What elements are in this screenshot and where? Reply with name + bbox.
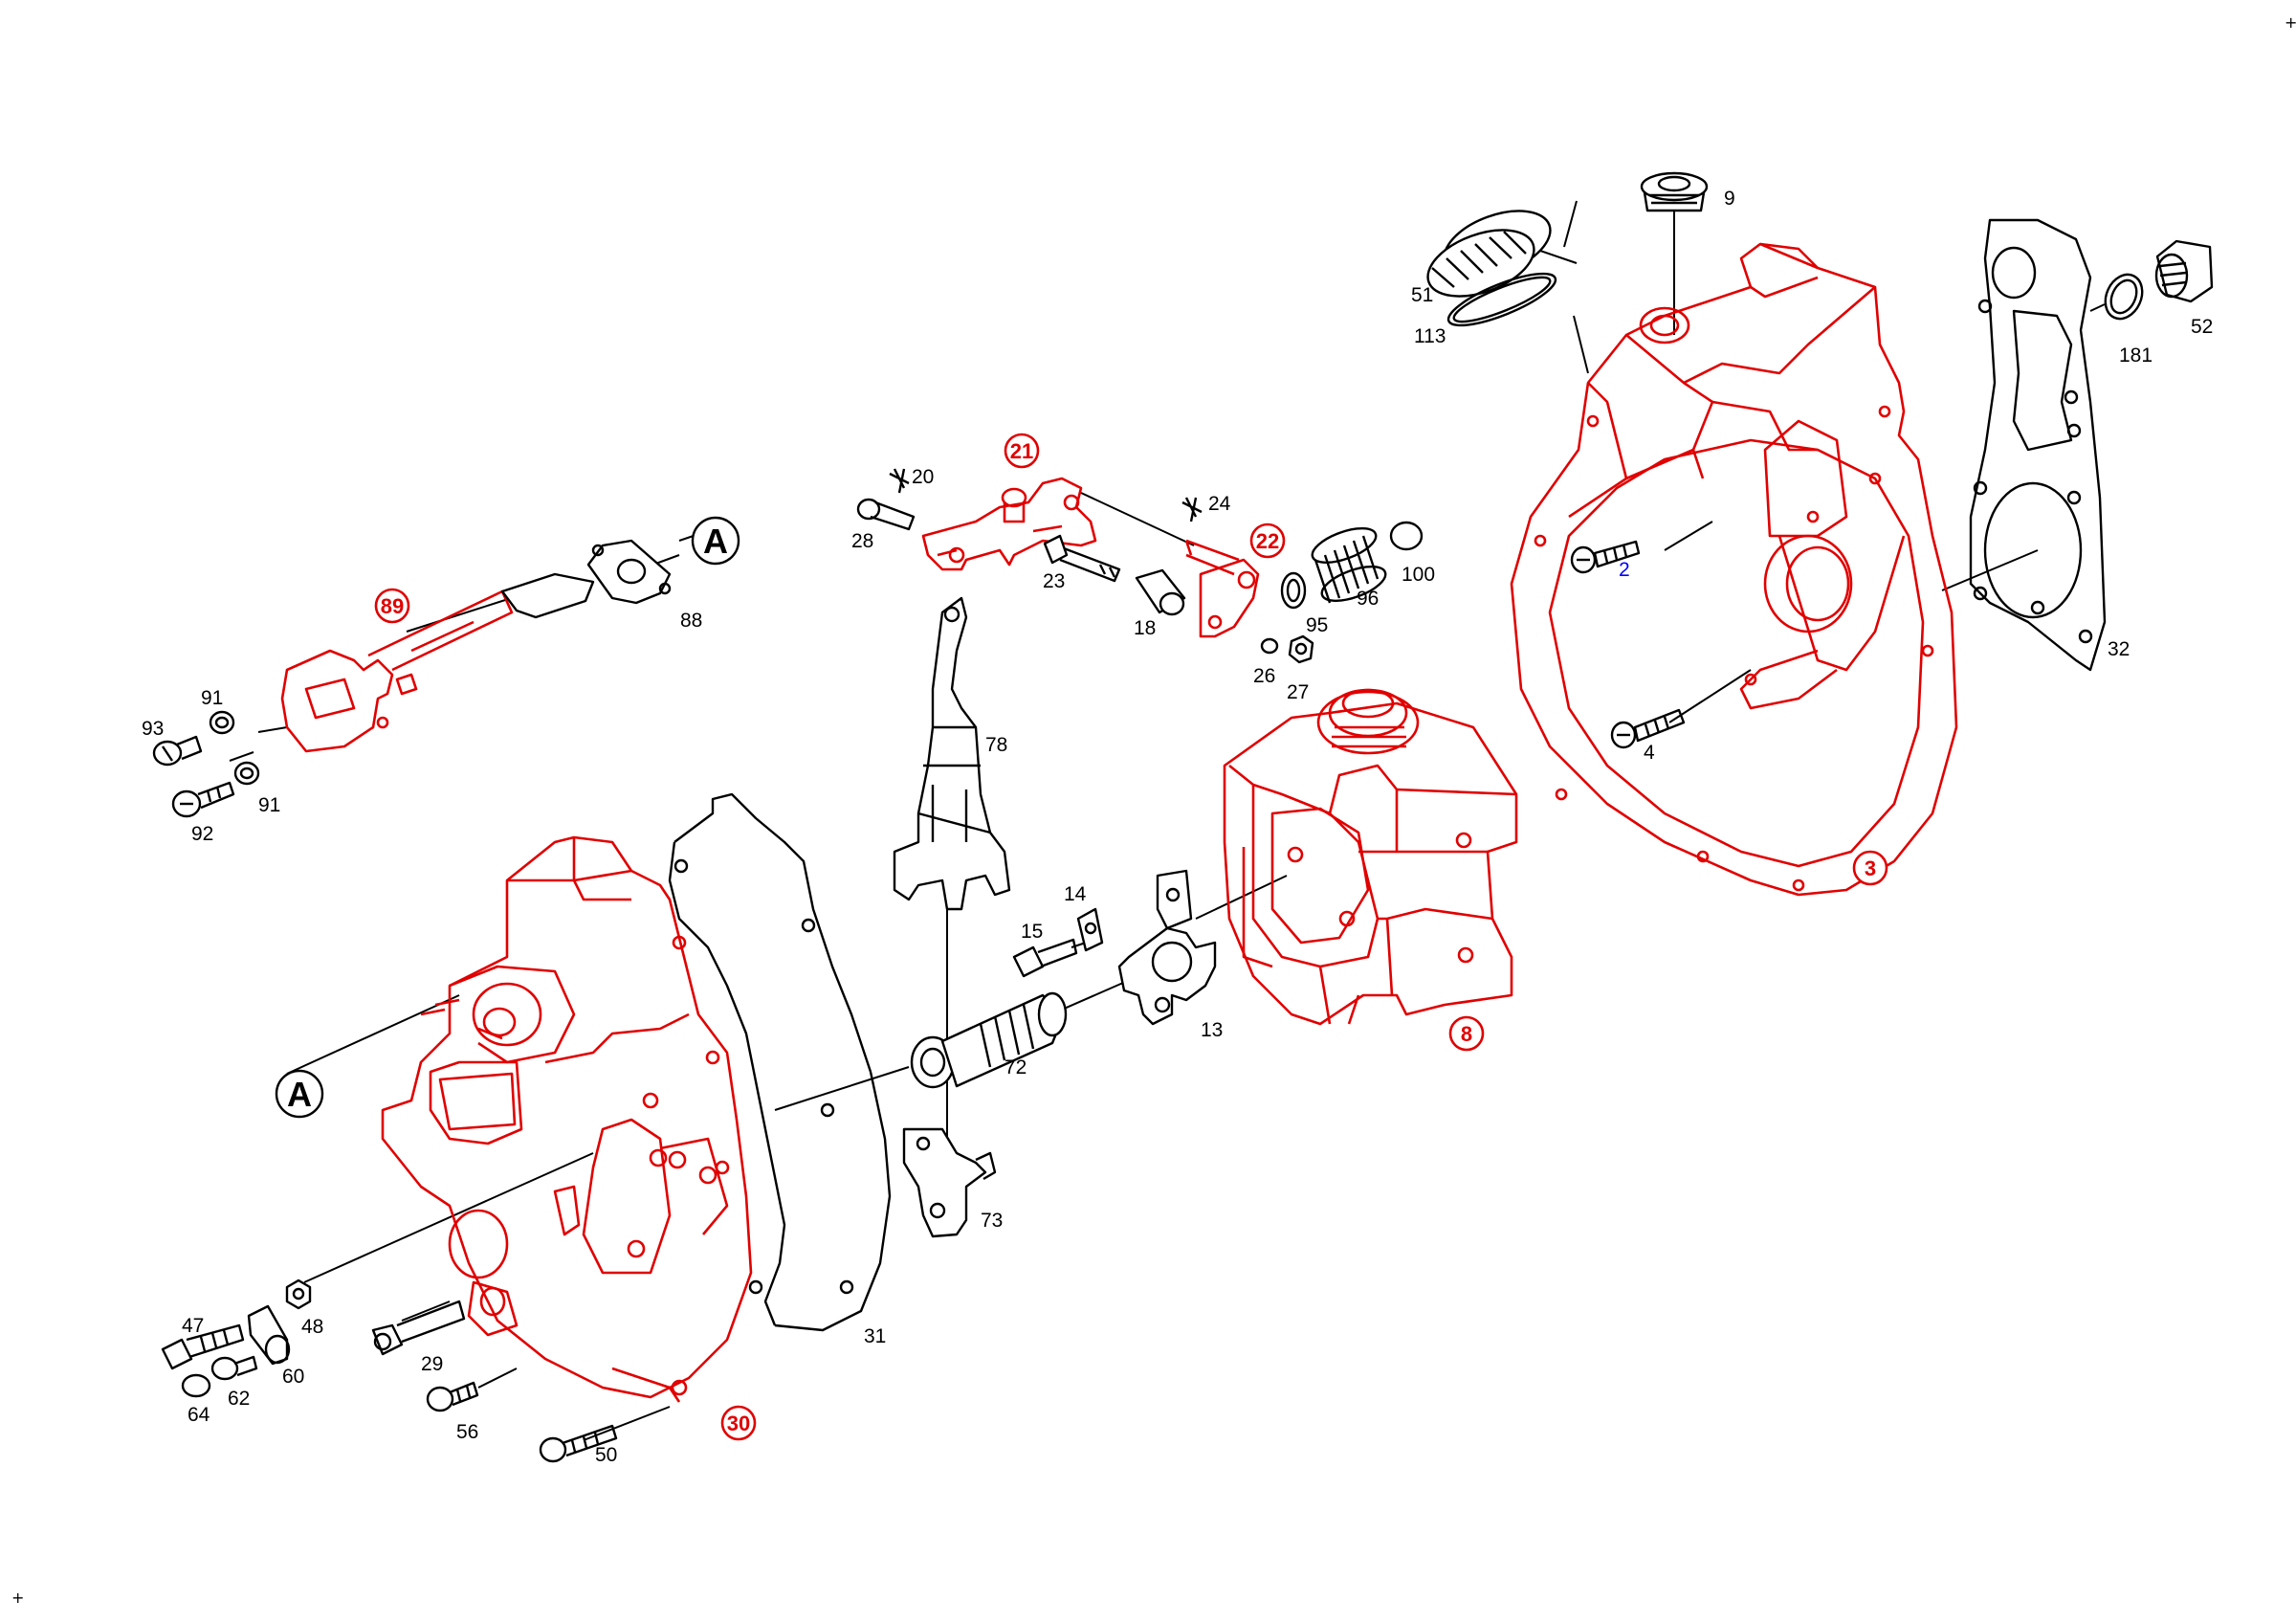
cap-nut-part-52[interactable] — [2154, 239, 2214, 303]
part-label-96: 96 — [1357, 588, 1379, 610]
part-label-22: 22 — [1256, 529, 1279, 553]
part-label-4: 4 — [1644, 742, 1655, 764]
link-plate — [500, 572, 595, 619]
washer-part-14[interactable] — [1076, 907, 1104, 952]
part-label-73: 73 — [981, 1210, 1003, 1232]
part-label-15: 15 — [1021, 921, 1043, 943]
part-label-32: 32 — [2108, 638, 2130, 660]
bolt-part-15[interactable] — [1012, 938, 1078, 978]
part-label-21: 21 — [1010, 439, 1033, 463]
spring-part-96[interactable] — [1308, 522, 1389, 608]
part-label-60: 60 — [282, 1366, 304, 1388]
part-label-52: 52 — [2191, 316, 2213, 338]
clip-part-24[interactable] — [1181, 497, 1203, 522]
part-label-27: 27 — [1287, 681, 1309, 703]
lever-washer-part-60[interactable] — [247, 1304, 291, 1366]
part-label-91-upper: 91 — [201, 687, 223, 709]
sleeve-part-18[interactable] — [1135, 568, 1186, 616]
distributor-head-part-8[interactable] — [1223, 688, 1518, 1026]
part-label-24: 24 — [1208, 493, 1231, 515]
bracket-part-13[interactable] — [1117, 869, 1217, 1026]
washer-part-91-upper[interactable] — [209, 710, 235, 735]
gasket-part-31[interactable] — [668, 792, 892, 1332]
screw-part-50[interactable] — [539, 1424, 618, 1463]
part-label-64: 64 — [188, 1404, 210, 1426]
clip-part-20[interactable] — [889, 468, 910, 494]
part-label-31: 31 — [864, 1325, 886, 1347]
part-label-18: 18 — [1134, 617, 1156, 639]
ref-label-a-upper: A — [703, 522, 728, 561]
part-label-72: 72 — [1004, 1056, 1027, 1078]
part-label-95: 95 — [1306, 614, 1328, 636]
washer-part-95[interactable] — [1280, 571, 1307, 610]
part-label-3: 3 — [1865, 856, 1876, 880]
gasket-part-88[interactable] — [586, 539, 672, 605]
pump-housing-part-3[interactable] — [1510, 242, 1958, 897]
screw-part-2[interactable] — [1570, 540, 1641, 574]
pin-part-28[interactable] — [856, 498, 916, 531]
screw-part-93[interactable] — [152, 735, 203, 767]
ring-part-100[interactable] — [1389, 521, 1424, 551]
part-label-13: 13 — [1201, 1019, 1223, 1041]
washer-part-91-lower[interactable] — [233, 761, 260, 786]
plug-part-9[interactable] — [1640, 171, 1709, 212]
o-ring-part-113[interactable] — [1443, 264, 1560, 336]
part-label-88: 88 — [680, 610, 702, 632]
lever-part-78[interactable] — [893, 596, 1011, 911]
cap-part-64[interactable] — [181, 1373, 211, 1398]
screw-part-92[interactable] — [171, 781, 235, 818]
part-label-91-lower: 91 — [258, 794, 280, 816]
corner-mark-bottom-left: + — [11, 1589, 25, 1607]
part-label-50: 50 — [595, 1444, 617, 1466]
shaft-part-89[interactable] — [280, 589, 514, 753]
bolt-part-23[interactable] — [1043, 534, 1121, 583]
part-callouts-highlighted — [374, 433, 1888, 1441]
part-label-9: 9 — [1724, 188, 1735, 210]
reference-A-upper: A — [691, 516, 740, 566]
part-label-51: 51 — [1411, 284, 1433, 306]
gasket-part-32[interactable] — [1969, 218, 2107, 672]
sleeve-part-72[interactable] — [910, 991, 1068, 1089]
leader-lines — [229, 182, 2106, 1441]
part-label-62: 62 — [228, 1388, 250, 1410]
part-label-26: 26 — [1253, 665, 1275, 687]
governor-cover-part-30[interactable] — [381, 835, 753, 1403]
part-label-89: 89 — [381, 594, 404, 618]
part-label-8: 8 — [1461, 1022, 1472, 1046]
part-label-29: 29 — [421, 1353, 443, 1375]
sealing-cap-part-51[interactable] — [1419, 198, 1559, 309]
washer-part-26[interactable] — [1260, 637, 1279, 655]
lever-assembly-part-21[interactable] — [921, 477, 1097, 571]
screw-part-4[interactable] — [1610, 708, 1686, 749]
bolt-part-47[interactable] — [161, 1323, 245, 1370]
lever-part-73[interactable] — [902, 1127, 997, 1238]
part-label-48: 48 — [301, 1316, 323, 1338]
screw-part-29[interactable] — [371, 1300, 466, 1356]
screw-part-56[interactable] — [426, 1381, 479, 1412]
corner-mark-top-right: + — [2285, 13, 2296, 32]
ring-part-181[interactable] — [2099, 269, 2150, 325]
part-label-30: 30 — [727, 1412, 750, 1435]
part-label-14: 14 — [1064, 883, 1087, 905]
ref-label-a-lower: A — [287, 1075, 312, 1114]
lever-part-22[interactable] — [1184, 539, 1260, 638]
part-label-20: 20 — [912, 466, 934, 488]
reference-A-lower: A — [275, 1069, 324, 1119]
part-label-181: 181 — [2119, 345, 2152, 367]
part-label-100: 100 — [1402, 564, 1435, 586]
part-label-113: 113 — [1414, 325, 1446, 347]
part-label-28: 28 — [851, 530, 873, 552]
part-label-47: 47 — [182, 1315, 204, 1337]
nut-part-48[interactable] — [285, 1278, 312, 1310]
screw-part-62[interactable] — [210, 1355, 258, 1381]
part-label-92: 92 — [191, 823, 213, 845]
part-label-56: 56 — [456, 1421, 478, 1443]
part-label-78: 78 — [985, 734, 1007, 756]
part-label-23: 23 — [1043, 570, 1065, 592]
part-label-2: 2 — [1619, 559, 1630, 581]
nut-part-27[interactable] — [1288, 634, 1314, 664]
part-label-93: 93 — [142, 718, 164, 740]
